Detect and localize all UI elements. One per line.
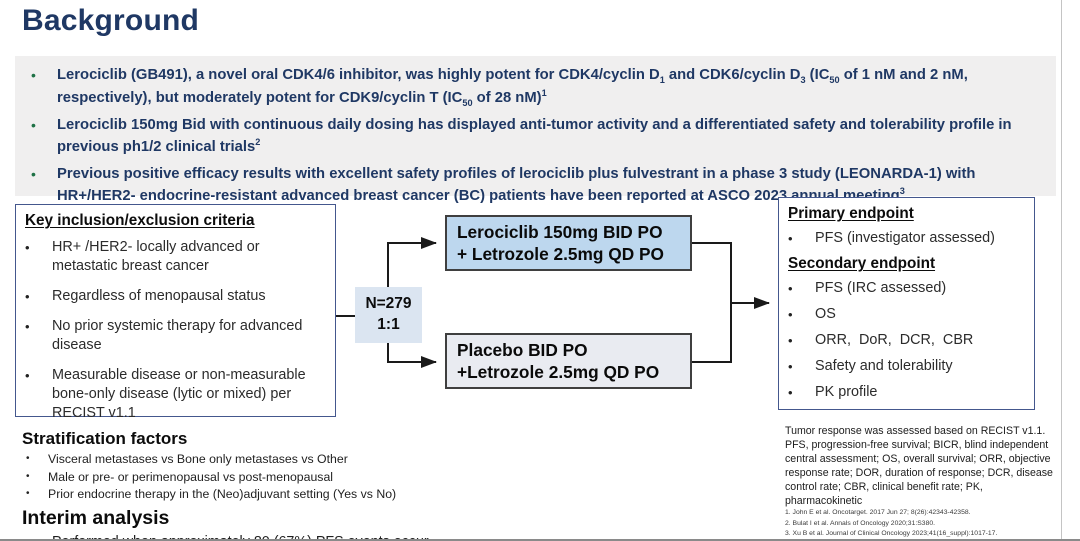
criteria-item: • No prior systemic therapy for advanced… bbox=[25, 317, 326, 355]
background-bullet: • Lerociclib (GB491), a novel oral CDK4/… bbox=[31, 65, 1042, 109]
bullet-icon: • bbox=[26, 488, 30, 500]
stratification-item: • Male or pre- or perimenopausal vs post… bbox=[22, 469, 582, 486]
primary-endpoint-title: Primary endpoint bbox=[788, 205, 914, 222]
bullet-icon: • bbox=[31, 117, 36, 134]
stratification-item: • Prior endocrine therapy in the (Neo)ad… bbox=[22, 486, 582, 503]
stratification-section: Stratification factors • Visceral metast… bbox=[22, 429, 582, 541]
endpoint-item: • PK profile bbox=[788, 383, 1025, 402]
bullet-icon: • bbox=[788, 231, 793, 246]
bullet-icon: • bbox=[788, 333, 793, 349]
criteria-item: • Measurable disease or non-measurable b… bbox=[25, 366, 326, 423]
bullet-icon: • bbox=[25, 289, 30, 305]
criteria-item: • HR+ /HER2- locally advanced or metasta… bbox=[25, 238, 326, 276]
endpoint-item: • ORR, DoR, DCR, CBR bbox=[788, 331, 1025, 350]
interim-analysis-list: • Performed when approximately 80 (67%) … bbox=[22, 533, 582, 541]
bullet-icon: • bbox=[788, 359, 793, 375]
abbreviations-footnote: Tumor response was assessed based on REC… bbox=[785, 425, 1053, 508]
criteria-item-text: Measurable disease or non-measurable bon… bbox=[52, 367, 310, 422]
background-bullet-text: Lerociclib (GB491), a novel oral CDK4/6 … bbox=[57, 67, 968, 108]
background-bullet: • Previous positive efficacy results wit… bbox=[31, 164, 1042, 206]
randomization-box: N=279 1:1 bbox=[355, 287, 422, 343]
stratification-item: • Visceral metastases vs Bone only metas… bbox=[22, 451, 582, 468]
bullet-icon: • bbox=[788, 281, 793, 297]
bullet-icon: • bbox=[31, 67, 36, 83]
randomization-n: N=279 bbox=[365, 295, 412, 313]
stratification-item-text: Prior endocrine therapy in the (Neo)adju… bbox=[48, 487, 397, 502]
stratification-list: • Visceral metastases vs Bone only metas… bbox=[22, 451, 582, 503]
background-bullet-text: Previous positive efficacy results with … bbox=[57, 165, 976, 204]
endpoint-item: • PFS (investigator assessed) bbox=[788, 229, 1025, 248]
slide-bottom-edge bbox=[0, 539, 1080, 541]
endpoint-item-text: Safety and tolerability bbox=[815, 358, 953, 375]
endpoint-item: • PFS (IRC assessed) bbox=[788, 279, 1025, 298]
endpoint-item-text: OS bbox=[815, 306, 836, 323]
interim-analysis-item-text: Performed when approximately 80 (67%) PF… bbox=[52, 533, 429, 541]
stratification-item-text: Visceral metastases vs Bone only metasta… bbox=[48, 452, 348, 466]
treatment-arm-lerociclib-box: Lerociclib 150mg BID PO + Letrozole 2.5m… bbox=[445, 215, 692, 271]
criteria-item-text: HR+ /HER2- locally advanced or metastati… bbox=[52, 239, 264, 275]
bullet-icon: • bbox=[26, 470, 30, 482]
randomization-ratio: 1:1 bbox=[377, 316, 400, 333]
page-title: Background bbox=[22, 4, 200, 37]
criteria-box-title: Key inclusion/exclusion criteria bbox=[25, 212, 255, 229]
criteria-item-text: Regardless of menopausal status bbox=[52, 288, 266, 305]
slide-right-edge bbox=[1061, 0, 1062, 541]
bullet-icon: • bbox=[25, 240, 30, 255]
bullet-icon: • bbox=[26, 533, 52, 541]
secondary-endpoint-title: Secondary endpoint bbox=[788, 255, 936, 273]
arm-line: + Letrozole 2.5mg QD PO bbox=[457, 244, 664, 264]
bullet-icon: • bbox=[788, 385, 793, 401]
criteria-item: • Regardless of menopausal status bbox=[25, 287, 326, 306]
stratification-title: Stratification factors bbox=[22, 429, 188, 448]
primary-endpoint-list: • PFS (investigator assessed) bbox=[788, 229, 1025, 248]
bullet-icon: • bbox=[25, 368, 30, 384]
arm-line: Lerociclib 150mg BID PO bbox=[457, 221, 663, 242]
background-summary-panel: • Lerociclib (GB491), a novel oral CDK4/… bbox=[15, 56, 1056, 203]
bullet-icon: • bbox=[31, 165, 36, 182]
criteria-list: • HR+ /HER2- locally advanced or metasta… bbox=[25, 238, 326, 423]
arm-line: +Letrozole 2.5mg QD PO bbox=[457, 362, 660, 382]
endpoint-item-text: PFS (investigator assessed) bbox=[815, 230, 995, 246]
criteria-item-text: No prior systemic therapy for advanced d… bbox=[52, 318, 307, 354]
treatment-arm-placebo-box: Placebo BID PO +Letrozole 2.5mg QD PO bbox=[445, 333, 692, 389]
background-bullet: • Lerociclib 150mg Bid with continuous d… bbox=[31, 115, 1042, 157]
bullet-icon: • bbox=[788, 307, 793, 323]
secondary-endpoint-list: • PFS (IRC assessed) • OS • ORR, DoR, DC… bbox=[788, 279, 1025, 402]
interim-analysis-item: • Performed when approximately 80 (67%) … bbox=[22, 533, 582, 541]
bullet-icon: • bbox=[26, 453, 30, 464]
reference-line: 1. John E et al. Oncotarget. 2017 Jun 27… bbox=[785, 509, 971, 516]
endpoint-item: • OS bbox=[788, 305, 1025, 324]
endpoint-item-text: PK profile bbox=[815, 384, 878, 401]
endpoint-item-text: ORR, DoR, DCR, CBR bbox=[815, 332, 974, 349]
bullet-icon: • bbox=[25, 319, 30, 335]
endpoint-item: • Safety and tolerability bbox=[788, 357, 1025, 376]
inclusion-exclusion-criteria-box: Key inclusion/exclusion criteria • HR+ /… bbox=[15, 204, 336, 421]
endpoints-box: Primary endpoint • PFS (investigator ass… bbox=[778, 197, 1035, 410]
references: 1. John E et al. Oncotarget. 2017 Jun 27… bbox=[785, 508, 1059, 540]
stratification-item-text: Male or pre- or perimenopausal vs post-m… bbox=[48, 469, 334, 484]
reference-line: 2. Bulat I et al. Annals of Oncology 202… bbox=[785, 519, 936, 527]
reference-line: 3. Xu B et al. Journal of Clinical Oncol… bbox=[785, 530, 998, 538]
background-bullet-text: Lerociclib 150mg Bid with continuous dai… bbox=[57, 117, 1012, 156]
interim-analysis-title: Interim analysis bbox=[22, 506, 170, 529]
endpoint-item-text: PFS (IRC assessed) bbox=[815, 280, 947, 297]
arm-line: Placebo BID PO bbox=[457, 339, 588, 360]
